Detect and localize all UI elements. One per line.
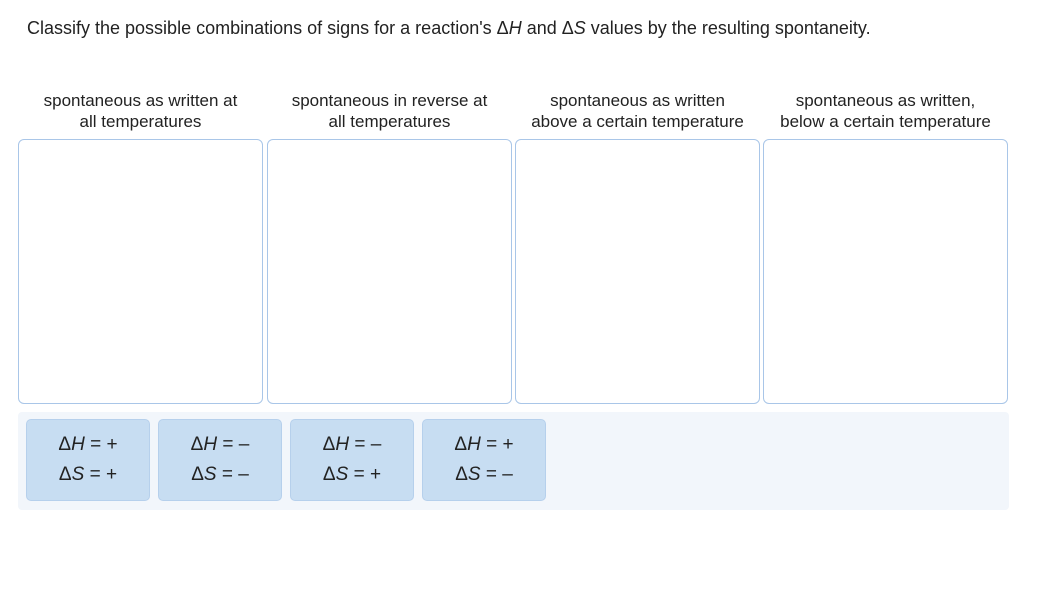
drop-zone-reverse-all-temps[interactable] <box>267 139 512 404</box>
dh-line: ΔH = – <box>190 434 250 455</box>
category-header-reverse-all-temps: spontaneous in reverse at all temperatur… <box>291 91 488 131</box>
category-header-as-written-all-temps: spontaneous as written at all temperatur… <box>43 91 238 131</box>
tile-dh-pos-ds-neg[interactable]: ΔH = + ΔS = – <box>422 419 546 501</box>
drop-zone-below-temp[interactable] <box>763 139 1008 404</box>
ds-line: ΔS = + <box>58 464 118 485</box>
ds-line: ΔS = – <box>191 464 249 485</box>
category-header-above-temp: spontaneous as written above a certain t… <box>531 91 744 131</box>
dh-line: ΔH = + <box>454 434 514 455</box>
question-prompt: Classify the possible combinations of si… <box>27 18 871 38</box>
drop-zone-above-temp[interactable] <box>515 139 760 404</box>
drop-zone-as-written-all-temps[interactable] <box>18 139 263 404</box>
dh-line: ΔH = + <box>58 434 118 455</box>
dh-line: ΔH = – <box>322 434 382 455</box>
tile-dh-neg-ds-neg[interactable]: ΔH = – ΔS = – <box>158 419 282 501</box>
tile-dh-neg-ds-pos[interactable]: ΔH = – ΔS = + <box>290 419 414 501</box>
ds-line: ΔS = + <box>322 464 382 485</box>
ds-line: ΔS = – <box>455 464 513 485</box>
category-header-below-temp: spontaneous as written, below a certain … <box>780 91 991 131</box>
tile-dh-pos-ds-pos[interactable]: ΔH = + ΔS = + <box>26 419 150 501</box>
